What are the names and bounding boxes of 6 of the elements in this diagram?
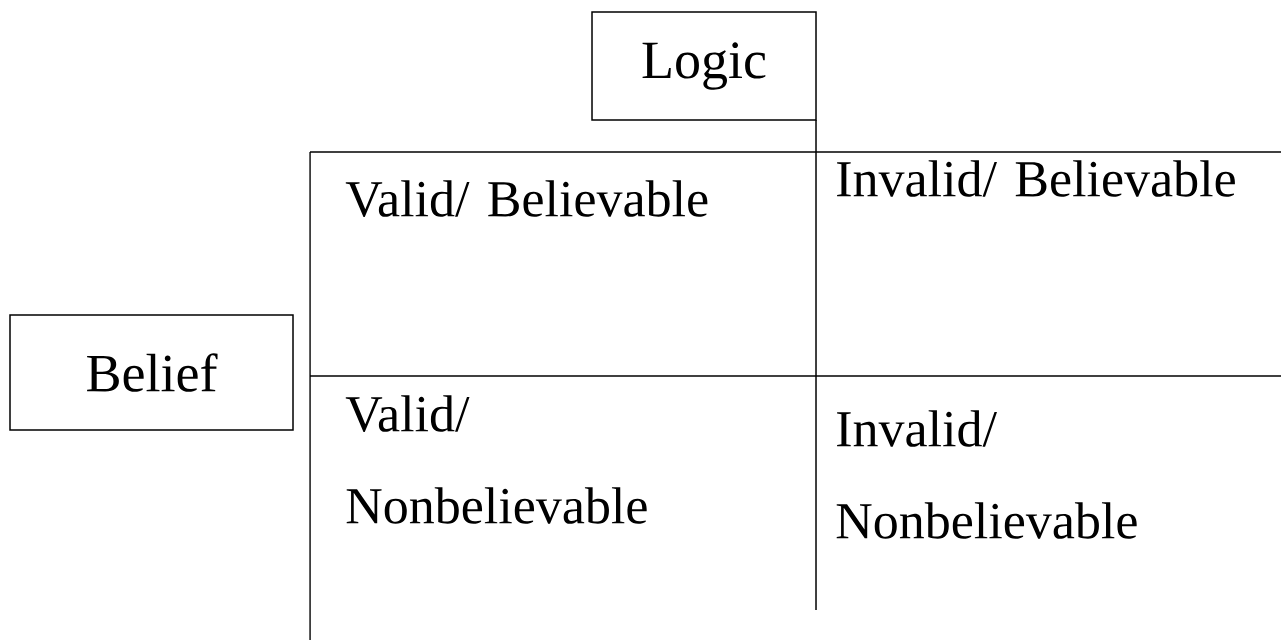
- logic-box: Logic: [591, 11, 817, 121]
- cell-text: Valid/ Nonbelievable: [345, 395, 647, 524]
- cell-text: Valid/ Believable: [345, 180, 708, 218]
- belief-box: Belief: [9, 314, 294, 431]
- cell-text: Invalid/ Believable: [837, 160, 1235, 197]
- cell-text: Invalid/ Nonbelievable: [836, 410, 1137, 539]
